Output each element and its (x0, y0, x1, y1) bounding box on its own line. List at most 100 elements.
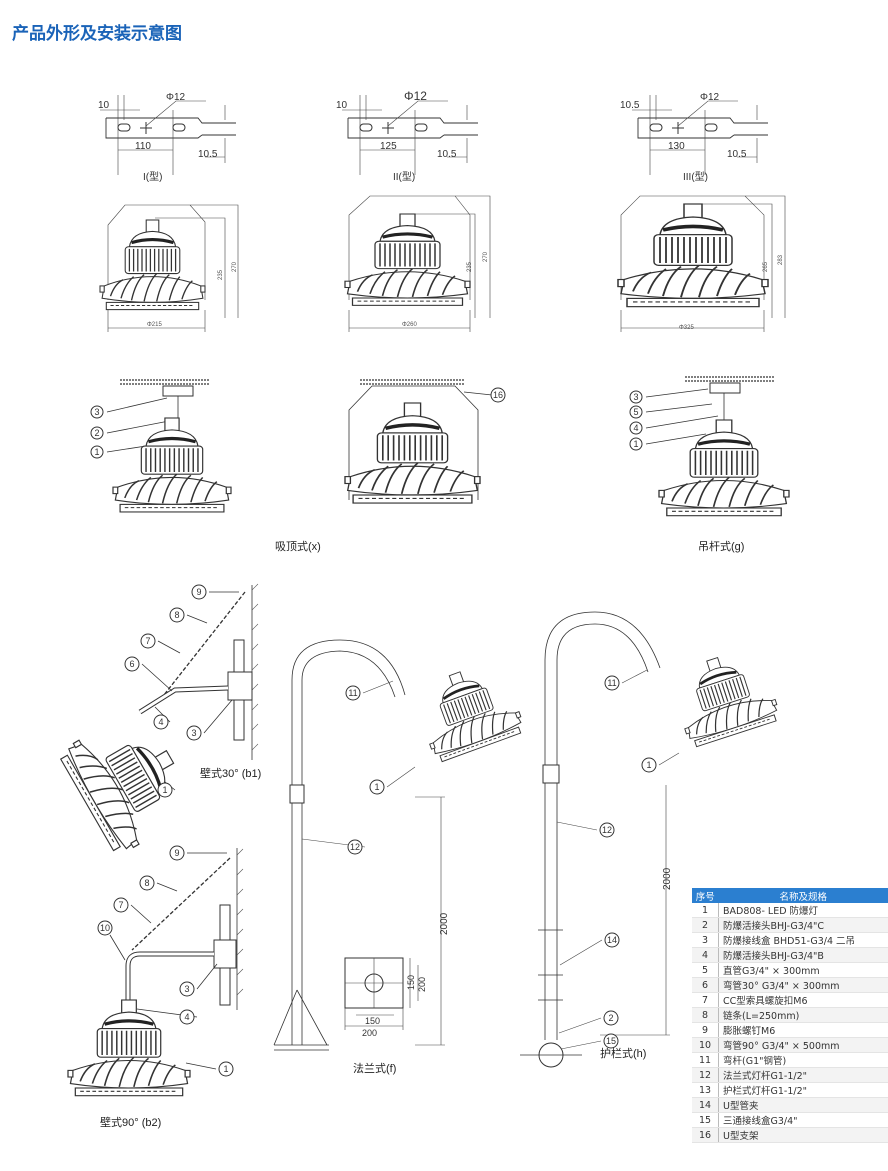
callout-4: 4 (629, 421, 643, 435)
svg-text:10: 10 (100, 923, 110, 933)
part-name: 弯管90° G3/4" × 500mm (718, 1037, 888, 1053)
bracket-type-1: 10 Φ12 110 10.5 I(型) (98, 92, 237, 183)
svg-text:12: 12 (602, 825, 612, 835)
callout-12: 12 (599, 822, 615, 838)
part-name: 防爆接线盒 BHD51-G3/4 二吊 (718, 932, 888, 948)
callout-12: 12 (347, 839, 363, 855)
svg-text:11: 11 (348, 688, 357, 698)
caption-rail: 护栏式(h) (600, 1046, 646, 1060)
svg-text:5: 5 (633, 407, 638, 417)
part-number: 3 (692, 932, 719, 948)
svg-text:3: 3 (633, 392, 638, 402)
diameter-label: Φ215 (147, 322, 162, 328)
part-number: 9 (692, 1022, 719, 1038)
pole-height-dim: 2000 (439, 912, 450, 935)
svg-text:11: 11 (607, 678, 616, 688)
svg-text:3: 3 (94, 407, 99, 417)
callout-1: 1 (157, 782, 173, 798)
part-number: 7 (692, 992, 719, 1008)
callout-2: 2 (603, 1010, 619, 1026)
bracket-spacing-dim: 130 (668, 141, 685, 152)
callout-7: 7 (140, 633, 156, 649)
bracket-edge-dim: 10 (98, 100, 110, 111)
height-label: 270 (483, 251, 489, 262)
bracket-height-dim: 10.5 (727, 149, 747, 160)
bracket-hole-dim: Φ12 (700, 92, 720, 103)
pole-height-dim: 2000 (662, 867, 673, 890)
svg-text:1: 1 (223, 1064, 228, 1074)
flange-dim-w2: 200 (362, 1028, 377, 1038)
caption-pendant: 吊杆式(g) (698, 539, 744, 553)
part-number: 14 (692, 1097, 719, 1113)
caption-wall30: 壁式30° (b1) (200, 766, 261, 780)
part-name: 防爆活接头BHJ-G3/4"B (718, 947, 888, 963)
part-number: 16 (692, 1127, 719, 1143)
height-label: 235 (218, 269, 224, 280)
part-number: 10 (692, 1037, 719, 1053)
part-number: 8 (692, 1007, 719, 1023)
bracket-height-dim: 10.5 (437, 149, 457, 160)
part-name: 链条(L=250mm) (718, 1007, 888, 1023)
lamp-dimension-260: Φ260 235 270 (343, 195, 491, 332)
callout-1: 1 (90, 445, 104, 459)
svg-text:1: 1 (646, 760, 651, 770)
part-number: 12 (692, 1067, 719, 1083)
part-name: 防爆活接头BHJ-G3/4"C (718, 917, 888, 933)
bracket-height-dim: 10.5 (198, 149, 218, 160)
svg-text:1: 1 (94, 447, 99, 457)
wall-90-mount-drawing: 9 8 7 10 3 4 1 壁式90° (b2) (66, 845, 244, 1129)
part-number: 13 (692, 1082, 719, 1098)
callout-1: 1 (369, 779, 385, 795)
callout-15: 15 (603, 1033, 619, 1049)
bracket-caption: III(型) (683, 170, 708, 183)
callout-4: 4 (153, 714, 169, 730)
svg-text:1: 1 (374, 782, 379, 792)
svg-text:3: 3 (184, 984, 189, 994)
part-name: BAD808- LED 防爆灯 (718, 903, 888, 918)
part-number: 11 (692, 1052, 719, 1068)
svg-text:1: 1 (633, 439, 638, 449)
ceiling-mount-drawing: 3 2 1 吸顶式(x) (90, 379, 321, 553)
part-name: U型支架 (718, 1127, 888, 1143)
svg-text:14: 14 (607, 935, 617, 945)
column-header-no: 序号 (692, 888, 719, 903)
page-title: 产品外形及安装示意图 (12, 24, 182, 44)
bracket-caption: I(型) (143, 170, 162, 183)
part-name: 直管G3/4" × 300mm (718, 962, 888, 978)
callout-3: 3 (179, 981, 195, 997)
bracket-edge-dim: 10.5 (620, 100, 640, 111)
u-bracket-drawing: 16 (345, 379, 506, 503)
height-label: 270 (232, 261, 238, 272)
svg-text:8: 8 (174, 610, 179, 620)
bracket-edge-dim: 10 (336, 100, 348, 111)
callout-1: 1 (629, 437, 643, 451)
bracket-hole-dim: Φ12 (166, 92, 186, 103)
part-name: U型管夹 (718, 1097, 888, 1113)
callout-11: 11 (604, 675, 620, 691)
svg-text:7: 7 (145, 636, 150, 646)
part-name: 弯杆(G1"钢管) (718, 1052, 888, 1068)
bracket-spacing-dim: 110 (135, 141, 151, 152)
callout-9: 9 (191, 584, 207, 600)
callout-10: 10 (97, 920, 113, 936)
callout-11: 11 (345, 685, 361, 701)
svg-text:9: 9 (196, 587, 201, 597)
part-name: 法兰式灯杆G1-1/2" (718, 1067, 888, 1083)
caption-flange: 法兰式(f) (353, 1061, 396, 1075)
callout-3: 3 (629, 390, 643, 404)
svg-text:3: 3 (191, 728, 196, 738)
svg-text:2: 2 (94, 428, 99, 438)
caption-wall90: 壁式90° (b2) (100, 1115, 161, 1129)
height-label: 235 (467, 261, 473, 272)
